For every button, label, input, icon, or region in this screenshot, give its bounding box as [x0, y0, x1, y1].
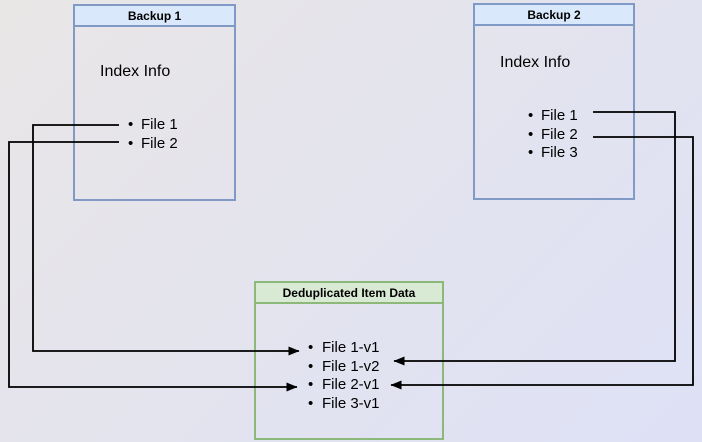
- dedup-title: Deduplicated Item Data: [256, 283, 442, 304]
- dedup-box: Deduplicated Item Data File 1-v1 File 1-…: [254, 281, 444, 440]
- backup2-title: Backup 2: [475, 5, 633, 26]
- backup1-file-list: File 1 File 2: [128, 116, 178, 153]
- list-item: File 2: [128, 135, 178, 154]
- backup2-index-info-label: Index Info: [500, 54, 571, 71]
- list-item: File 2-v1: [308, 376, 380, 395]
- list-item: File 3-v1: [308, 395, 380, 414]
- backup1-title: Backup 1: [75, 6, 234, 27]
- backup1-index-info-label: Index Info: [100, 63, 171, 80]
- list-item: File 1: [128, 116, 178, 135]
- list-item: File 1: [528, 107, 578, 126]
- dedup-item-list: File 1-v1 File 1-v2 File 2-v1 File 3-v1: [308, 339, 380, 413]
- backup2-file-list: File 1 File 2 File 3: [528, 107, 578, 163]
- list-item: File 1-v1: [308, 339, 380, 358]
- list-item: File 2: [528, 126, 578, 145]
- backup1-box: Backup 1 Index Info File 1 File 2: [73, 4, 236, 201]
- list-item: File 1-v2: [308, 358, 380, 377]
- backup2-box: Backup 2 Index Info File 1 File 2 File 3: [473, 3, 635, 200]
- list-item: File 3: [528, 144, 578, 163]
